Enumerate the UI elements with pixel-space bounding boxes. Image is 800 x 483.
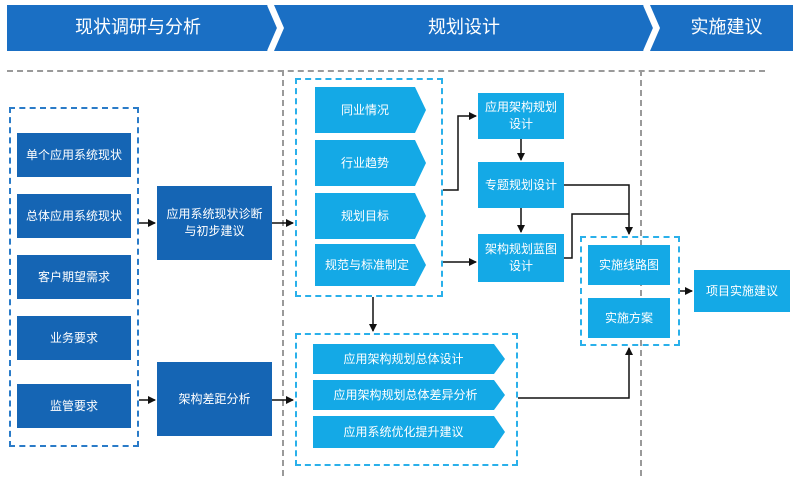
final-recommendation-box: 项目实施建议 xyxy=(694,270,790,312)
roadmap-box: 实施线路图 xyxy=(588,245,670,285)
input-overall-app-status: 总体应用系统现状 xyxy=(17,194,131,238)
blueprint-design-box: 架构规划蓝图设计 xyxy=(478,234,564,282)
pentagon-overall-gap xyxy=(313,380,505,410)
overall-design-group xyxy=(295,333,518,466)
gap-analysis-box: 架构差距分析 xyxy=(157,362,272,436)
stage-chevron-implementation xyxy=(650,5,793,51)
input-business-requirements: 业务要求 xyxy=(17,316,131,360)
planning-peer-label: 同业情况 xyxy=(340,102,389,117)
optimization-label: 应用系统优化提升建议 xyxy=(343,424,464,439)
diagnosis-box: 应用系统现状诊断与初步建议 xyxy=(157,186,272,260)
stage-label-research: 现状调研与分析 xyxy=(75,17,201,38)
overall-design-label: 应用架构规划总体设计 xyxy=(343,351,464,366)
input-single-app-status: 单个应用系统现状 xyxy=(17,133,131,177)
app-arch-design-box: 应用架构规划设计 xyxy=(478,93,564,139)
stage-label-implementation: 实施建议 xyxy=(690,17,763,38)
header-divider xyxy=(7,70,765,72)
input-customer-expectations: 客户期望需求 xyxy=(17,255,131,299)
planning-goal-label: 规划目标 xyxy=(340,208,389,223)
overall-gap-label: 应用架构规划总体差异分析 xyxy=(333,387,478,402)
stage-header-bar xyxy=(7,4,793,52)
stage-label-planning: 规划设计 xyxy=(428,17,500,38)
stage-divider-1 xyxy=(282,70,284,476)
planning-inputs-group xyxy=(295,78,443,297)
implementation-plan-box: 实施方案 xyxy=(588,298,670,338)
stage-chevron-research xyxy=(7,5,278,51)
pentagon-overall-design xyxy=(313,344,505,374)
arrow-planning-to-app-arch xyxy=(443,112,477,191)
arrow-topic-to-implementation xyxy=(564,184,633,235)
topic-design-box: 专题规划设计 xyxy=(478,162,564,208)
research-inputs-group xyxy=(9,107,139,447)
pentagon-trend xyxy=(315,140,426,186)
arrow-blueprint-to-implementation xyxy=(564,213,629,259)
pentagon-standards xyxy=(315,244,426,286)
planning-standards-label: 规范与标准制定 xyxy=(324,257,409,272)
pentagon-peer xyxy=(315,87,426,133)
input-regulatory-requirements: 监管要求 xyxy=(17,384,131,428)
pentagon-optimization xyxy=(313,416,505,448)
planning-trend-label: 行业趋势 xyxy=(340,155,389,170)
arrow-overall-to-implementation xyxy=(518,347,633,399)
implementation-group xyxy=(580,236,680,346)
stage-chevron-planning xyxy=(274,5,654,51)
pentagon-goal xyxy=(315,193,426,239)
